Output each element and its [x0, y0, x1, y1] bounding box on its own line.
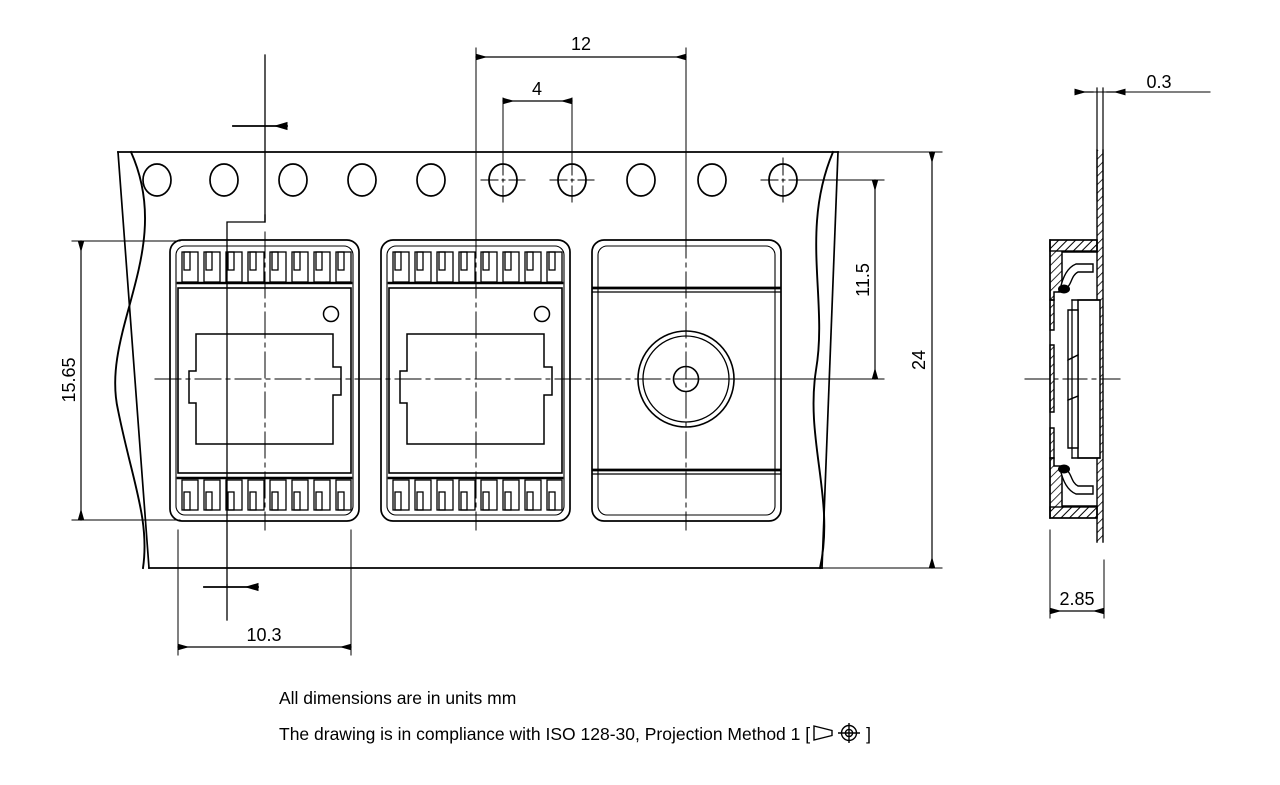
body-middle	[1067, 353, 1079, 402]
dimension-hole-to-center-11.5	[699, 179, 885, 380]
dim-label-15-65: 15.65	[59, 357, 79, 402]
leads-bottom	[181, 479, 352, 511]
dimension-tape-width-24	[699, 151, 943, 569]
pin-one-marker	[533, 305, 551, 323]
lead-section-top	[1059, 263, 1094, 292]
dim-label-0-3: 0.3	[1146, 72, 1171, 92]
seal-strip-top	[1049, 239, 1098, 252]
die-pad-outline	[399, 333, 553, 445]
note-projection: The drawing is in compliance with ISO 12…	[279, 716, 1039, 756]
section-cut-indicator	[203, 54, 288, 621]
lead-foot-top	[1058, 284, 1070, 294]
sprocket-hole	[142, 163, 172, 197]
sprocket-hole	[278, 163, 308, 197]
tape-left-cut-edge	[117, 151, 150, 569]
note-projection-close: ]	[866, 724, 871, 744]
body-bevel-top	[1067, 309, 1079, 362]
sprocket-hole	[209, 163, 239, 197]
leads-bottom	[392, 479, 563, 511]
pin-one-marker	[322, 305, 340, 323]
first-angle-projection-symbol	[811, 720, 865, 756]
dim-label-24: 24	[909, 350, 929, 370]
dim-label-4: 4	[532, 79, 542, 99]
dimension-tape-depth-2.85	[1049, 529, 1105, 619]
dim-label-11-5: 11.5	[853, 263, 873, 297]
sprocket-hole	[626, 163, 656, 197]
die-pad-outline	[188, 333, 342, 445]
dim-label-12: 12	[571, 34, 591, 54]
note-units: All dimensions are in units mm	[279, 688, 517, 708]
dimension-sprocket-pitch-4	[502, 97, 573, 173]
sprocket-hole	[697, 163, 727, 197]
leads-top	[392, 251, 563, 283]
lead-section-bottom	[1059, 466, 1094, 495]
dimension-pocket-pitch-12	[475, 47, 687, 246]
dimension-pocket-height-15.65	[71, 240, 181, 521]
body-bevel-bottom	[1067, 394, 1079, 449]
dim-label-10-3: 10.3	[246, 625, 281, 645]
tape-right-cut-edge	[821, 151, 839, 569]
dimension-pocket-width-10.3	[177, 529, 352, 656]
note-projection-text: The drawing is in compliance with ISO 12…	[279, 724, 811, 744]
section-line-jog	[226, 214, 266, 586]
seal-strip-bottom	[1049, 506, 1098, 519]
sprocket-hole	[416, 163, 446, 197]
carrier-tape-top-view	[118, 152, 838, 568]
dim-label-2-85: 2.85	[1059, 589, 1094, 609]
sprocket-hole	[347, 163, 377, 197]
break-line-left	[114, 150, 146, 570]
drawing-notes: All dimensions are in units mm The drawi…	[279, 680, 1039, 756]
leads-top	[181, 251, 352, 283]
section-view	[1024, 87, 1121, 543]
break-line-right	[812, 150, 835, 570]
lead-foot-bottom	[1058, 464, 1070, 474]
